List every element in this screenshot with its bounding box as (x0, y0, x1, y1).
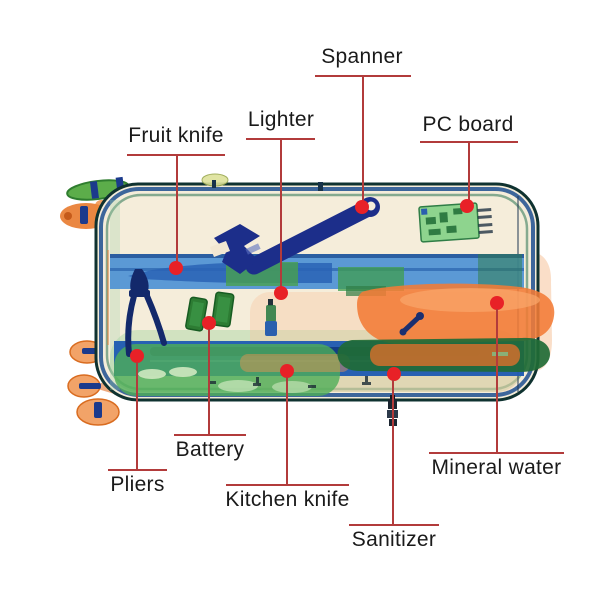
leader-pliers-v (136, 362, 138, 469)
leader-kitchen-knife-h (226, 484, 349, 486)
marker-pc-board (460, 199, 474, 213)
leader-fruit-knife-h (127, 154, 225, 156)
leader-kitchen-knife-v (286, 377, 288, 484)
leader-sanitizer-v (392, 380, 394, 524)
marker-mineral-water (490, 296, 504, 310)
marker-pliers (130, 349, 144, 363)
label-sanitizer: Sanitizer (351, 528, 437, 551)
label-pliers: Pliers (110, 473, 165, 496)
leader-fruit-knife-v (176, 156, 178, 262)
leader-battery-h (174, 434, 246, 436)
bottom-green-area (114, 344, 340, 396)
leader-mineral-water-h (429, 452, 564, 454)
label-fruit-knife: Fruit knife (128, 124, 224, 147)
leader-pc-board-h (420, 141, 518, 143)
marker-sanitizer (387, 367, 401, 381)
label-lighter: Lighter (247, 108, 315, 131)
pc-circuit-board (418, 202, 493, 243)
leader-mineral-water-v (496, 309, 498, 452)
diagonal-pliers (125, 269, 167, 357)
small-key-spanner (399, 312, 424, 336)
marker-kitchen-knife (280, 364, 294, 378)
leader-pc-board-v (468, 143, 470, 201)
leader-lighter-h (246, 138, 315, 140)
label-battery: Battery (175, 438, 245, 461)
batteries (185, 291, 235, 332)
marker-spanner (355, 200, 369, 214)
marker-fruit-knife (169, 261, 183, 275)
marker-battery (202, 316, 216, 330)
label-pc-board: PC board (422, 113, 514, 136)
marker-lighter (274, 286, 288, 300)
leader-pliers-h (108, 469, 167, 471)
leader-sanitizer-h (349, 524, 439, 526)
label-spanner: Spanner (321, 45, 403, 68)
leader-spanner-h (315, 75, 411, 77)
band-studs (208, 376, 371, 388)
label-mineral-water: Mineral water (431, 456, 562, 479)
label-kitchen-knife: Kitchen knife (225, 488, 350, 511)
leader-battery-v (208, 329, 210, 434)
leader-lighter-v (280, 140, 282, 287)
gas-lighter (265, 299, 277, 336)
leader-spanner-v (362, 77, 364, 203)
